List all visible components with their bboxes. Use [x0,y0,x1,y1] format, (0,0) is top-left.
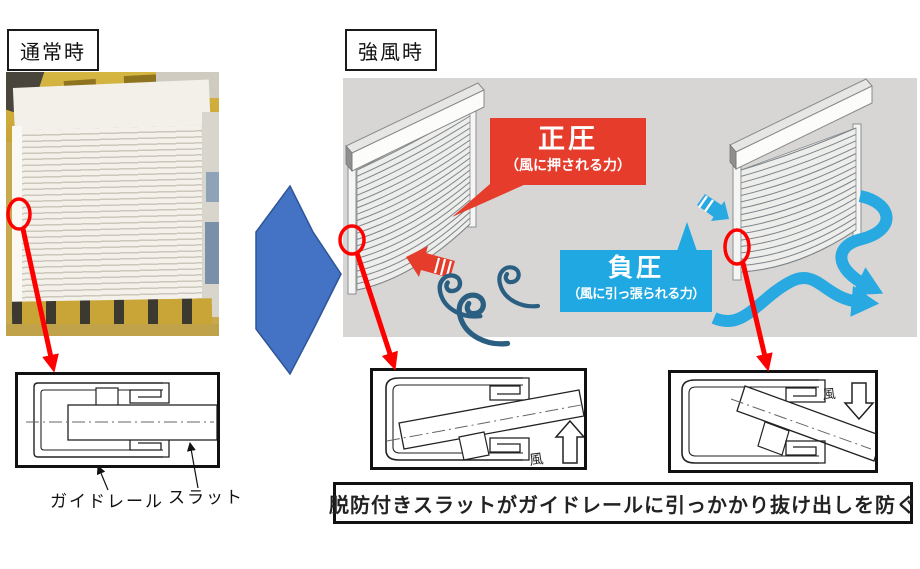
slat-stop-bump [458,431,490,461]
slat-section-tilted [736,385,875,462]
positive-pressure-subtitle: （風に押される力） [505,157,631,174]
cross-section-normal [15,372,220,468]
transition-arrow-icon [255,184,342,376]
center-line [386,404,582,442]
photo-blue-fitting [205,222,219,284]
wind-up-arrow-icon [554,419,584,464]
photo-left-jamb [12,126,22,308]
slat-section-tilted [398,389,584,450]
center-line [730,398,872,450]
rail-top-hook [129,382,170,404]
shutter-photo [6,72,219,336]
negative-pressure-title: 負圧 [607,254,664,282]
negative-pressure-subtitle: （風に引っ張られる力） [567,286,705,302]
photo-blue-fitting [206,172,219,202]
positive-pressure-title: 正圧 [538,124,598,154]
cross-section-wind-down: 風 [668,370,878,473]
caption-text: 脱防付きスラットがガイドレールに引っかかり抜け出しを防ぐ [329,494,917,517]
rail-bottom-hook [129,436,170,458]
positive-pressure-callout: 正圧 （風に押される力） [490,118,646,185]
rail-top-hook [785,379,826,403]
normal-state-text: 通常時 [20,41,86,64]
slat-stop-bump [95,387,119,407]
cross-section-wind-up: 風 [370,368,587,470]
strong-wind-state-text: 強風時 [358,41,424,64]
rail-top-hook [489,377,530,401]
rail-bottom-hook [489,437,530,461]
guide-rail-drawing-down: 風 [681,379,875,464]
wind-down-arrow-icon [843,382,875,421]
wind-label-up: 風 [528,450,544,467]
photo-floor [6,324,219,336]
guide-rail-drawing-up: 風 [385,377,584,467]
strong-wind-state-label: 強風時 [345,29,437,71]
slat-stop-bump [757,421,790,456]
negative-pressure-callout: 負圧 （風に引っ張られる力） [560,250,712,312]
normal-state-label: 通常時 [7,29,99,71]
photo-curtain [13,125,207,307]
guide-rail-drawing-normal [26,382,217,458]
photo-right-column [202,112,219,317]
guide-rail-label: ガイドレール [50,492,164,511]
rail-bottom-hook [785,440,826,464]
wind-label-down: 風 [822,386,836,402]
caption-banner: 脱防付きスラットがガイドレールに引っかかり抜け出しを防ぐ [329,482,916,524]
slat-label: スラット [168,488,244,507]
